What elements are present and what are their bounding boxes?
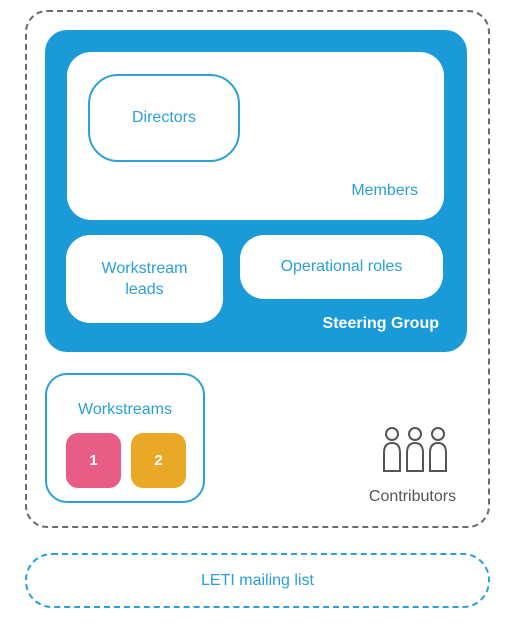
workstream-tile-2-label: 2 — [154, 452, 163, 469]
contributors-label: Contributors — [368, 488, 457, 505]
operational-roles-box: Operational roles — [240, 235, 443, 299]
directors-label: Directors — [131, 109, 196, 126]
outer-group-boundary — [25, 10, 490, 528]
workstreams-title: Workstreams — [78, 401, 172, 418]
operational-roles-label: Operational roles — [280, 258, 403, 275]
workstream-tile-2: 2 — [131, 433, 186, 488]
mailing-list-boundary: LETI mailing list — [25, 553, 490, 608]
workstream-tile-1-label: 1 — [89, 452, 98, 469]
workstream-tile-1: 1 — [66, 433, 121, 488]
workstream-leads-label-line1: Workstream — [101, 260, 188, 277]
steering-group-label: Steering Group — [322, 315, 439, 332]
people-icon — [383, 427, 447, 472]
directors-box: Directors — [88, 74, 240, 162]
mailing-list-label: LETI mailing list — [201, 571, 314, 589]
workstreams-box: Workstreams 1 2 — [45, 373, 205, 503]
workstream-leads-box: Workstream leads — [66, 235, 223, 323]
workstream-leads-label-line2: leads — [125, 281, 164, 298]
members-label: Members — [351, 182, 418, 199]
